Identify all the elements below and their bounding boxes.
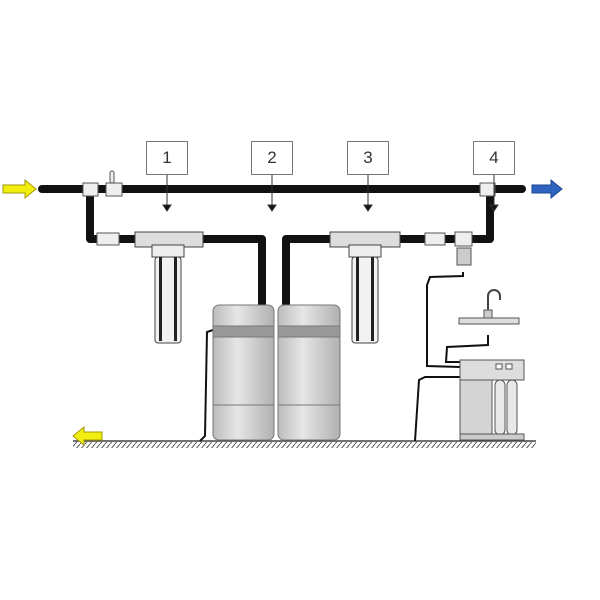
outlet-valve [424, 232, 446, 246]
main-valve-handle [109, 170, 115, 184]
drain-arrow-icon [72, 425, 103, 447]
pointer-3 [363, 204, 373, 212]
tank-1 [212, 304, 275, 441]
bypass-inlet-pipe [86, 185, 144, 243]
pipes [38, 185, 526, 310]
ro-supply-line [426, 272, 464, 368]
pointer-2 [267, 204, 277, 212]
label-box-4: 4 [473, 141, 515, 175]
tank-to-filter3-pipe [282, 235, 339, 310]
thin-lines [199, 272, 489, 442]
ro-tee [454, 231, 473, 247]
drain-line [199, 329, 214, 442]
outlet-tee [479, 182, 496, 197]
label-box-1: 1 [146, 141, 188, 175]
pointer-1 [162, 204, 172, 212]
sink-faucet [458, 289, 520, 325]
ro-drain-line [414, 376, 462, 442]
label-box-2: 2 [251, 141, 293, 175]
outlet-arrow-icon [531, 178, 563, 200]
floor [73, 440, 536, 448]
ro-unit [459, 359, 525, 441]
return-pipe [391, 185, 494, 243]
tank-2 [277, 304, 341, 441]
inlet-tee [82, 182, 99, 197]
pointer-4 [489, 204, 499, 212]
label-box-3: 3 [347, 141, 389, 175]
filter1-to-tank-pipe [196, 235, 266, 310]
filter-1 [134, 231, 204, 344]
filter-3 [329, 231, 401, 344]
inlet-arrow-icon [2, 178, 37, 200]
label-pointers [162, 175, 499, 212]
main-valve [105, 182, 123, 197]
fittings [82, 170, 496, 266]
faucet-line [444, 335, 489, 363]
ro-adapter [456, 247, 472, 266]
inlet-valve [96, 232, 120, 246]
